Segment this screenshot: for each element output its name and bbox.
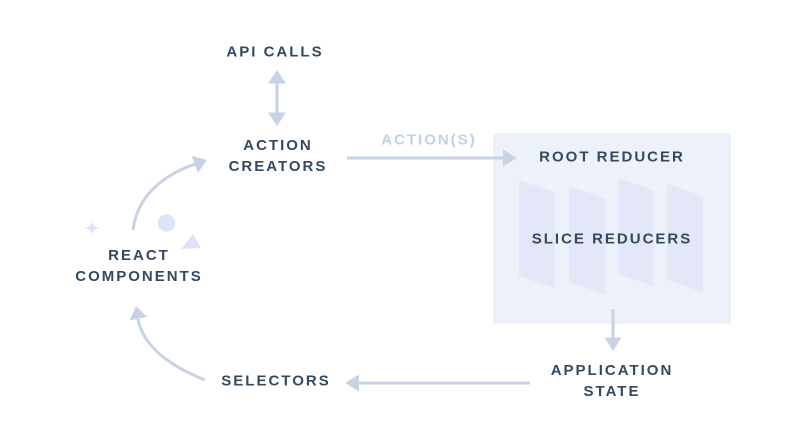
arrowhead-left-icon <box>345 374 359 392</box>
application-state-line2: STATE <box>583 383 641 400</box>
sparkle-icon <box>84 220 100 236</box>
application-state-arrow <box>604 309 622 351</box>
action-creators-line2: CREATORS <box>228 158 328 175</box>
arrowhead-up-icon <box>129 306 148 321</box>
selectors-to-components-arc <box>129 306 206 382</box>
root-reducer-label: ROOT REDUCER <box>539 148 685 166</box>
selectors-label: SELECTORS <box>221 372 331 390</box>
arrowhead-right-icon <box>191 155 207 173</box>
arrowhead-down-icon <box>604 337 622 351</box>
triangle-icon <box>181 234 201 249</box>
arrowhead-right-icon <box>503 149 517 167</box>
slice-reducers-label: SLICE REDUCERS <box>531 230 693 248</box>
react-components-label: REACT COMPONENTS <box>75 245 203 287</box>
react-decorations <box>84 214 201 249</box>
api-calls-double-arrow <box>268 70 286 126</box>
arc-shaft <box>131 162 196 231</box>
actions-arrow <box>347 149 517 167</box>
application-state-label: APPLICATION STATE <box>551 360 674 402</box>
components-to-creators-arc <box>131 155 207 231</box>
arrowhead-up-icon <box>268 70 286 84</box>
api-calls-label: API CALLS <box>226 43 324 61</box>
dot-icon <box>157 214 176 232</box>
application-state-line1: APPLICATION <box>550 362 674 379</box>
arc-shaft <box>136 318 206 382</box>
react-components-line1: REACT <box>108 247 170 264</box>
action-creators-line1: ACTION <box>243 137 313 154</box>
selectors-arrow <box>345 374 530 392</box>
action-creators-label: ACTION CREATORS <box>229 135 328 177</box>
react-components-line2: COMPONENTS <box>75 268 203 285</box>
actions-edge-label: ACTION(S) <box>381 131 477 149</box>
arrowhead-down-icon <box>268 112 286 126</box>
